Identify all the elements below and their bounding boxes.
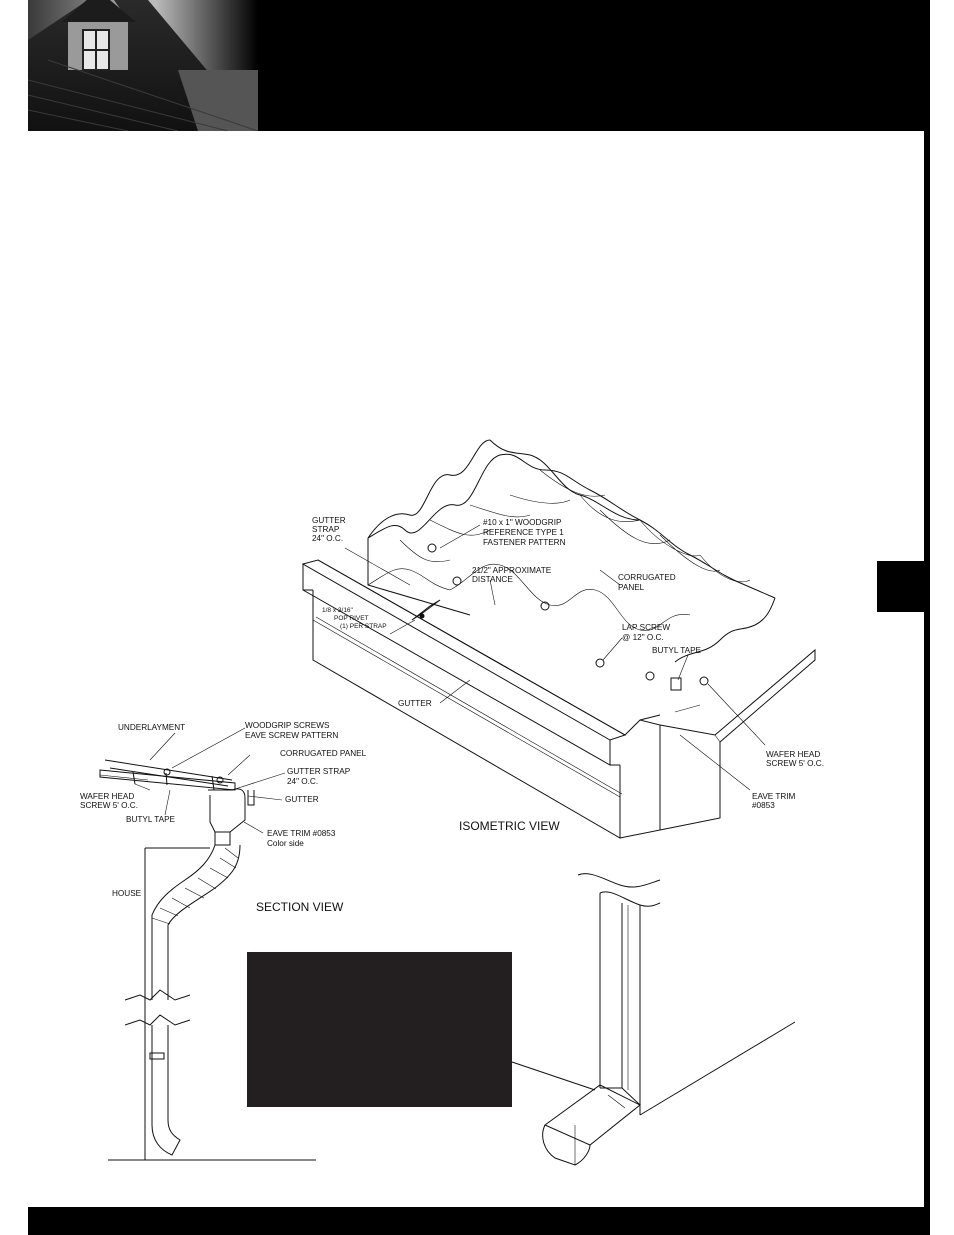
isometric-gutter	[301, 559, 661, 839]
label-section-corrugated: CORRUGATED PANEL	[280, 749, 367, 758]
section-view-title: SECTION VIEW	[256, 900, 344, 914]
label-woodgrip-screws-2: EAVE SCREW PATTERN	[245, 731, 338, 740]
footer-bar	[28, 1207, 930, 1235]
label-gutter-strap-2: STRAP	[312, 525, 340, 534]
label-lap-screw-2: @ 12" O.C.	[622, 633, 664, 642]
label-corrugated-1: CORRUGATED	[618, 573, 676, 582]
label-section-eave-trim-2: Color side	[267, 839, 304, 848]
right-edge-bar	[924, 0, 930, 1235]
label-woodgrip-1: #10 x 1" WOODGRIP	[483, 518, 562, 527]
label-section-gutter: GUTTER	[285, 795, 319, 804]
gutter-strap	[411, 599, 441, 621]
label-woodgrip-3: FASTENER PATTERN	[483, 538, 566, 547]
label-section-strap-2: 24" O.C.	[287, 777, 318, 786]
section-tab	[877, 561, 925, 612]
isometric-view-title: ISOMETRIC VIEW	[459, 819, 560, 833]
label-lap-screw-1: LAP SCREW	[622, 623, 670, 632]
label-gutter-strap-3: 24" O.C.	[312, 534, 343, 543]
label-distance-1: 21/2" APPROXIMATE	[472, 566, 552, 575]
label-pop-rivet-1: 1/8 x 3/16"	[322, 607, 354, 614]
label-section-wafer-1: WAFER HEAD	[80, 792, 134, 801]
isometric-labels: GUTTER STRAP 24" O.C. #10 x 1" WOODGRIP …	[312, 516, 824, 833]
label-pop-rivet-2: POP RIVET	[334, 615, 369, 622]
section-gutter	[208, 788, 255, 846]
label-section-wafer-2: SCREW 5' O.C.	[80, 801, 138, 810]
section-roof	[99, 759, 236, 791]
label-section-butyl: BUTYL TAPE	[126, 815, 176, 824]
label-woodgrip-2: REFERENCE TYPE 1	[483, 528, 564, 537]
label-gutter: GUTTER	[398, 699, 432, 708]
label-house: HOUSE	[112, 889, 142, 898]
label-eave-trim-1: EAVE TRIM	[752, 792, 796, 801]
label-distance-2: DISTANCE	[472, 575, 513, 584]
label-gutter-strap-1: GUTTER	[312, 516, 346, 525]
label-corrugated-2: PANEL	[618, 583, 645, 592]
section-labels: UNDERLAYMENT WOODGRIP SCREWS EAVE SCREW …	[80, 721, 367, 914]
label-butyl-tape: BUTYL TAPE	[652, 646, 702, 655]
dark-info-panel	[247, 952, 512, 1107]
label-section-eave-trim-1: EAVE TRIM #0853	[267, 829, 336, 838]
screw-heads	[427, 543, 709, 691]
section-downspout	[108, 844, 316, 1161]
section-leaders	[134, 727, 286, 834]
label-pop-rivet-3: (1) PER STRAP	[340, 623, 387, 630]
label-wafer-2: SCREW 5' O.C.	[766, 759, 824, 768]
label-section-strap-1: GUTTER STRAP	[287, 767, 351, 776]
label-wafer-1: WAFER HEAD	[766, 750, 820, 759]
isometric-leaders	[344, 524, 766, 791]
eave-trim-board	[659, 648, 816, 831]
label-underlayment: UNDERLAYMENT	[118, 723, 185, 732]
corrugated-panel	[367, 439, 776, 663]
downspout-detail	[511, 873, 796, 1166]
label-eave-trim-2: #0853	[752, 801, 775, 810]
label-woodgrip-screws-1: WOODGRIP SCREWS	[245, 721, 330, 730]
house-roof-photo	[28, 0, 258, 131]
